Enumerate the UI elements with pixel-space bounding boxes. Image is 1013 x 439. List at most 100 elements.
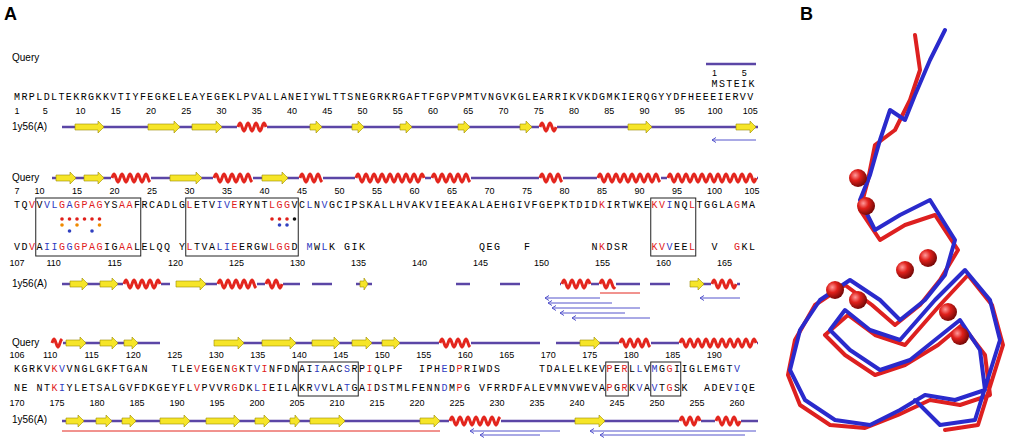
residue-letter: Y [247, 200, 255, 211]
residue-letter: A [119, 242, 127, 253]
helix-ground [213, 173, 253, 183]
residue-letter: G [82, 364, 90, 375]
residue-letter: P [607, 364, 615, 375]
residue-letter: D [284, 364, 292, 375]
helix-ground [431, 173, 471, 183]
residue-letter: N [674, 200, 682, 211]
residue-letter: T [58, 92, 65, 103]
residue-letter: A [209, 242, 217, 253]
residue-letter: P [458, 92, 465, 103]
residue-letter: V [14, 242, 22, 253]
residue-letter: V [209, 200, 217, 211]
residue-letter: E [217, 364, 225, 375]
residue-number: 100 [707, 106, 722, 116]
residue-letter: I [367, 364, 375, 375]
residue-letter: T [247, 364, 255, 375]
residue-number: 105 [743, 106, 758, 116]
residue-letter: A [524, 383, 532, 394]
residue-number: 145 [473, 258, 488, 268]
residue-letter: T [697, 200, 705, 211]
residue-number: 190 [707, 350, 722, 360]
residue-letter: G [614, 383, 622, 394]
sequence-segment: MSTEIK [711, 79, 755, 91]
residue-number: 90 [639, 106, 649, 116]
atom-sphere [896, 261, 914, 279]
residue-letter: G [494, 242, 502, 253]
row-label: Query [12, 52, 39, 64]
residue-number: 210 [329, 398, 344, 408]
residue-letter: N [74, 364, 82, 375]
residue-letter: V [322, 383, 330, 394]
residue-letter: K [239, 364, 247, 375]
residue-letter: I [217, 200, 225, 211]
residue-letter: P [359, 364, 367, 375]
sequence-segment: TQVVVLGAGPAGYSAAFRCADLGLETVIVERYNTLGGVCL… [14, 200, 757, 212]
residue-letter: L [179, 364, 187, 375]
residue-letter: K [614, 92, 621, 103]
residue-letter: Y [199, 92, 206, 103]
strand-arrow [310, 121, 322, 133]
residue-letter: E [449, 200, 457, 211]
helix-ground [439, 338, 471, 348]
residue-letter: E [569, 364, 577, 375]
residue-letter: R [636, 92, 643, 103]
residue-letter: A [37, 242, 45, 253]
residue-letter: A [322, 364, 330, 375]
residue-letter: R [547, 92, 554, 103]
residue-number: 70 [484, 186, 494, 196]
residue-letter: K [103, 92, 110, 103]
residue-letter: A [457, 200, 465, 211]
residue-letter: R [622, 383, 630, 394]
sequence-segment: NE [14, 383, 29, 395]
residue-letter: M [554, 383, 562, 394]
residue-letter: K [229, 92, 236, 103]
residue-letter: D [487, 364, 495, 375]
residue-number: 215 [369, 398, 384, 408]
residue-letter: V [314, 383, 322, 394]
residue-letter: G [651, 92, 658, 103]
residue-number: 185 [129, 398, 144, 408]
residue-letter: N [434, 383, 442, 394]
residue-letter: W [314, 242, 322, 253]
sequence-segment: MWLK [307, 242, 337, 254]
residue-letter: K [367, 200, 375, 211]
residue-letter: R [614, 200, 622, 211]
residue-letter: Y [666, 92, 673, 103]
contact-arrowhead [572, 316, 576, 321]
residue-letter: G [88, 92, 95, 103]
residue-letter: E [703, 92, 710, 103]
residue-letter: L [89, 364, 97, 375]
residue-letter: E [170, 92, 177, 103]
residue-letter: G [232, 364, 240, 375]
helix-ground [597, 173, 661, 183]
helix [440, 339, 470, 347]
residue-letter: L [479, 200, 487, 211]
residue-letter: V [734, 364, 742, 375]
contact-line [560, 313, 625, 314]
residue-letter: I [344, 200, 352, 211]
residue-letter: C [337, 364, 345, 375]
residue-number: 25 [147, 186, 157, 196]
residue-letter: V [194, 364, 202, 375]
residue-letter: N [355, 92, 362, 103]
motif-box [651, 362, 681, 396]
residue-letter: G [518, 92, 525, 103]
residue-letter: I [621, 92, 628, 103]
helix-ground [265, 279, 283, 289]
residue-letter: E [704, 364, 712, 375]
residue-letter: G [232, 383, 240, 394]
residue-number: 55 [393, 106, 403, 116]
residue-letter: K [73, 92, 80, 103]
residue-letter: V [44, 200, 52, 211]
residue-letter: K [637, 200, 645, 211]
residue-letter: Y [133, 92, 140, 103]
atom-sphere [919, 249, 937, 267]
residue-number: 105 [744, 186, 759, 196]
atom-sphere [849, 291, 867, 309]
residue-letter: F [429, 92, 436, 103]
residue-number: 250 [649, 398, 664, 408]
strand-arrow [176, 278, 206, 290]
strand-arrow [352, 337, 372, 349]
sequence-segment: YLTVALIEERGWLGGD [179, 242, 299, 254]
conservation-dot [278, 217, 282, 221]
